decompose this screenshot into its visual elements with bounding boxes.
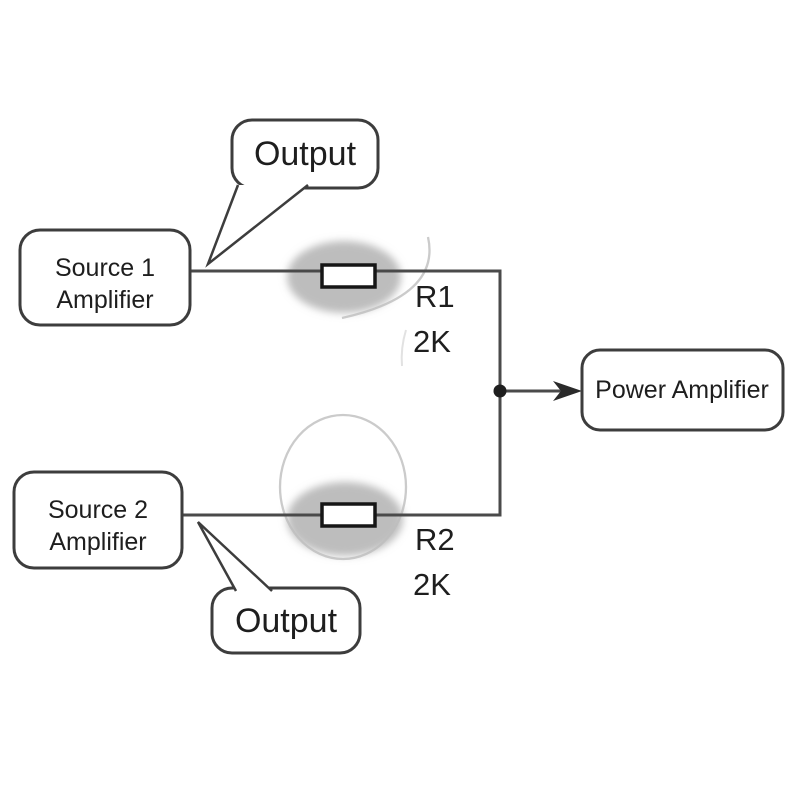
source2-label-line2: Amplifier [49, 528, 146, 556]
sketch-circle-r2 [278, 413, 408, 561]
output-callout-bottom-tail [196, 521, 273, 592]
output-callout-top-label: Output [254, 135, 357, 173]
sketch-circle-r1 [341, 236, 431, 320]
resistor-r2: R2 2K [320, 502, 455, 602]
output-callout-bottom: Output [196, 521, 362, 655]
resistor-r2-body [320, 502, 377, 528]
output-callout-bottom-bubble [210, 586, 362, 655]
resistor-r2-name: R2 [415, 522, 455, 557]
output-callout-top: Output [205, 118, 380, 268]
junction-dot [493, 384, 507, 398]
arrowhead-icon [553, 381, 582, 401]
resistor-r1-name: R1 [415, 279, 455, 314]
resistor-r1-body [320, 263, 377, 289]
source1-node: Source 1 Amplifier [18, 228, 192, 327]
output-callout-top-tail [205, 184, 309, 268]
source2-node: Source 2 Amplifier [12, 470, 184, 570]
source2-label-line1: Source 2 [48, 496, 148, 524]
source1-label-line2: Amplifier [56, 286, 153, 314]
power-amplifier-box [580, 348, 785, 432]
power-amplifier-node: Power Amplifier [580, 348, 785, 432]
resistor-r1: R1 2K [320, 263, 455, 359]
power-amplifier-label: Power Amplifier [595, 376, 769, 404]
sketch-stroke-r1-tail [400, 329, 407, 367]
source2-box [12, 470, 184, 570]
source1-label-line1: Source 1 [55, 254, 155, 282]
output-callout-bottom-label: Output [235, 602, 338, 640]
source1-box [18, 228, 192, 327]
resistor-r2-value: 2K [413, 567, 451, 602]
resistor-r1-value: 2K [413, 324, 451, 359]
